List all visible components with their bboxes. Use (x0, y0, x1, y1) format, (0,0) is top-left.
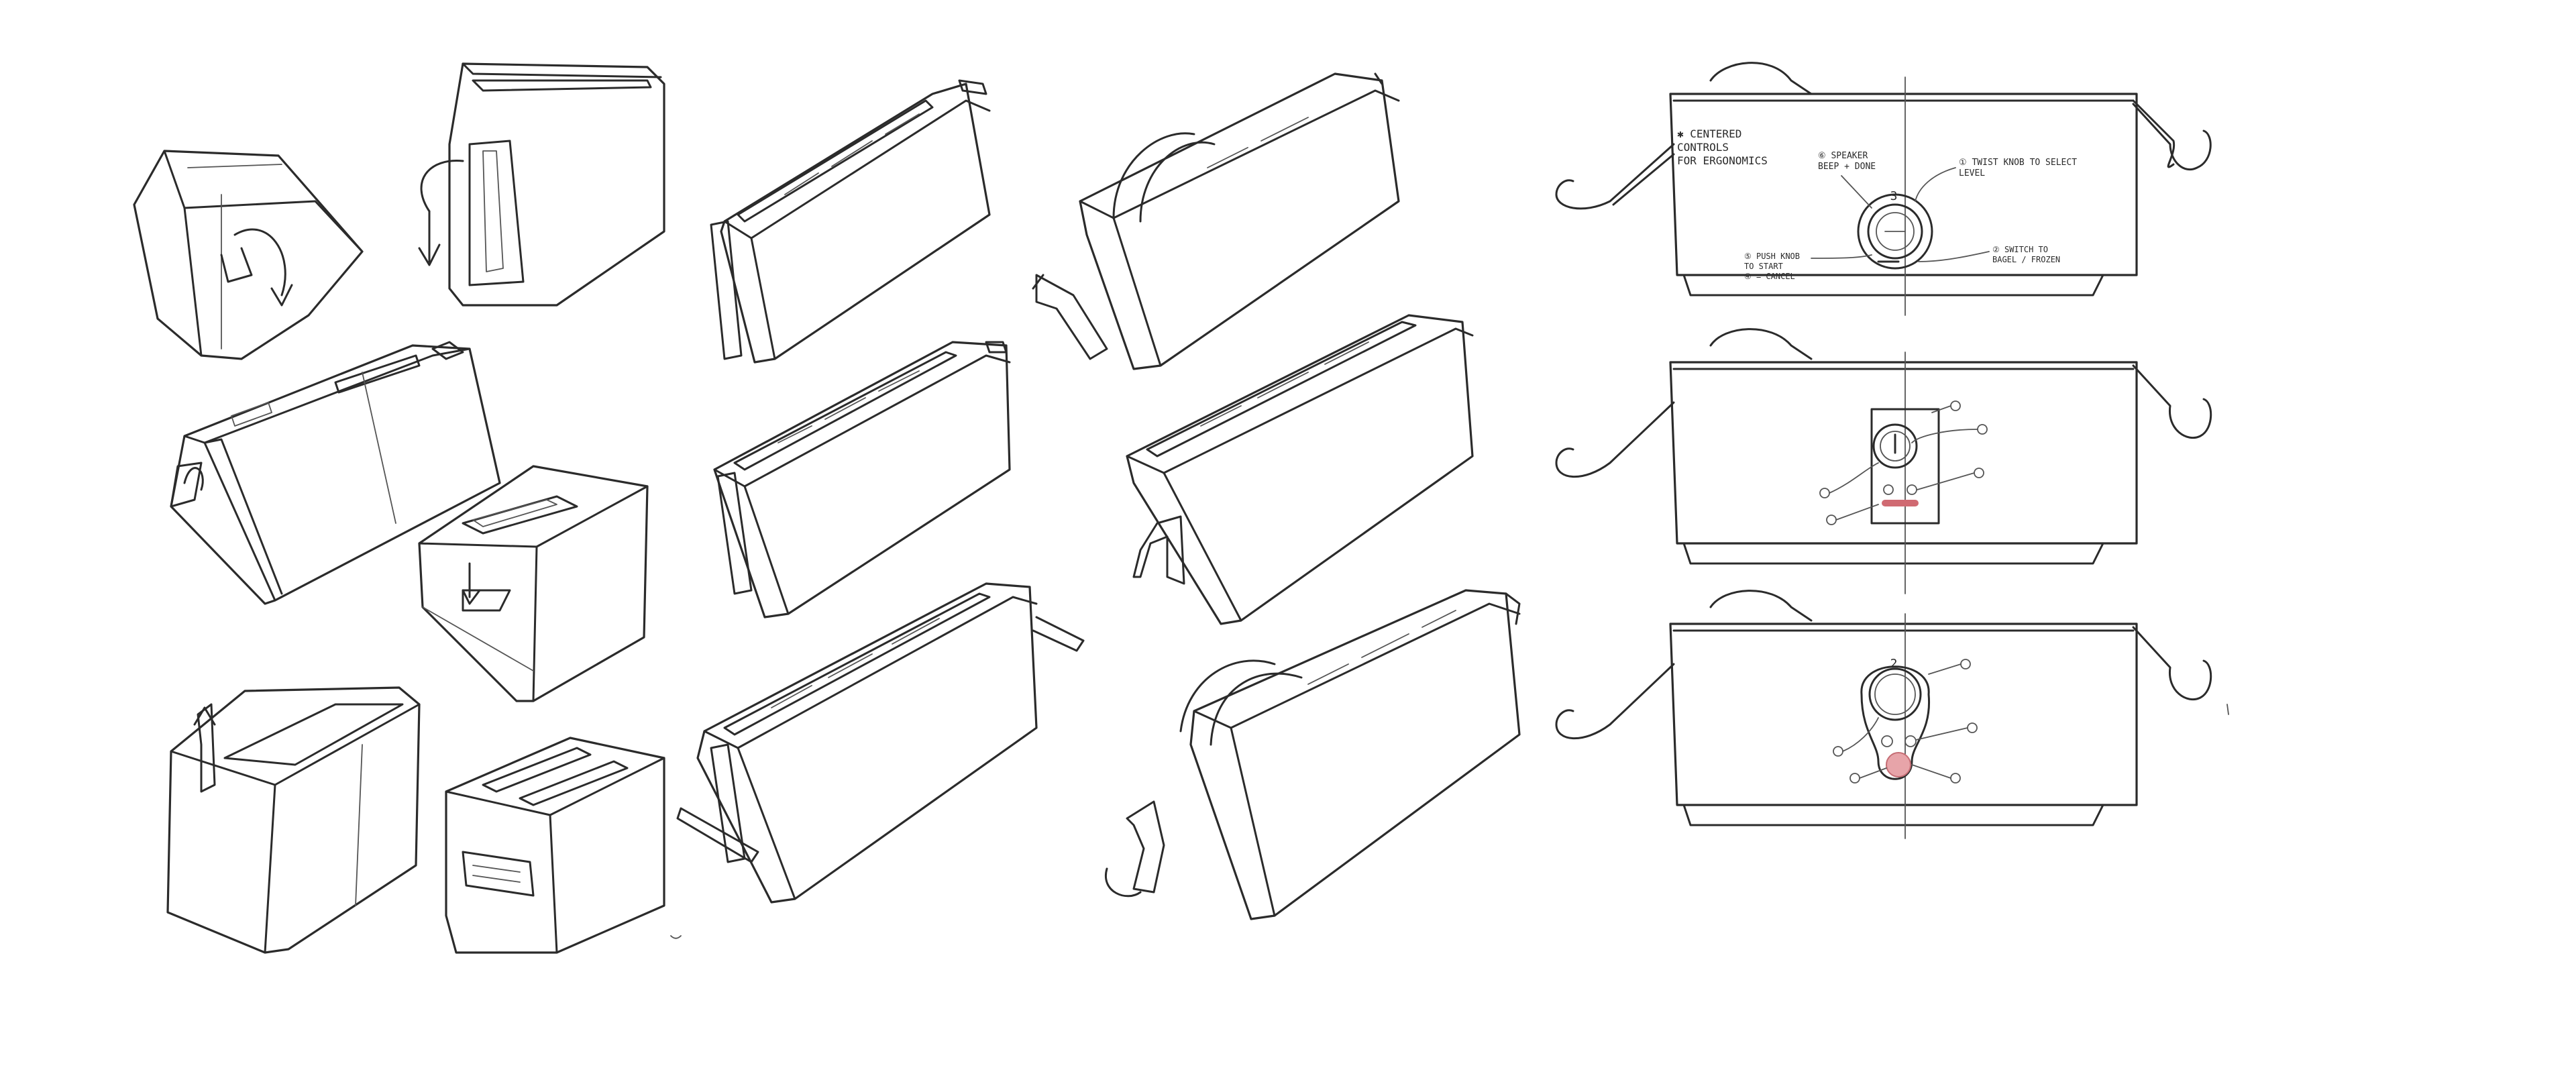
cancel-callout: ④ = CANCEL (1744, 272, 1795, 281)
speaker-callout: ⑥ SPEAKER BEEP + DONE (1818, 151, 1876, 172)
front-view-controls-callout-version: 3 ✱ CENTERED CONTROLS FOR ERGONOMICS ⑥ S… (1555, 62, 2212, 316)
start-button-red (1886, 752, 1911, 777)
front-view-controls-panel-version (1555, 328, 2212, 594)
stray-mark (2226, 704, 2229, 715)
handle-toaster-3 (1104, 589, 1521, 920)
handle-toaster-2 (1126, 314, 1474, 625)
concept-side-lever-toaster (418, 62, 665, 307)
concept-wedge-toaster (170, 341, 501, 605)
ergonomics-note: ✱ CENTERED CONTROLS FOR ERGONOMICS (1677, 127, 1768, 167)
switch-callout: ② SWITCH TO BAGEL / FROZEN (1992, 245, 2061, 264)
concept-folding-slab (133, 150, 364, 360)
long-toaster-2 (713, 341, 1011, 618)
push-knob-callout: ⑤ PUSH KNOB TO START (1744, 252, 1801, 271)
concept-drawer-toaster (418, 465, 649, 702)
top-knob-number: 3 (1890, 189, 1898, 203)
bottom-knob-number: 2 (1890, 657, 1898, 671)
stray-mark-2 (670, 935, 682, 939)
long-toaster-1 (710, 79, 991, 364)
concept-tall-loaf-toaster (166, 686, 421, 954)
twist-knob-callout: ① TWIST KNOB TO SELECT LEVEL (1959, 158, 2078, 178)
handle-toaster-1 (1032, 72, 1400, 370)
long-toaster-3 (676, 582, 1085, 904)
bagel-switch-red (1882, 500, 1919, 506)
front-view-controls-ring-version: 2 (1555, 590, 2212, 839)
concept-compact-two-slot-toaster (445, 737, 665, 954)
